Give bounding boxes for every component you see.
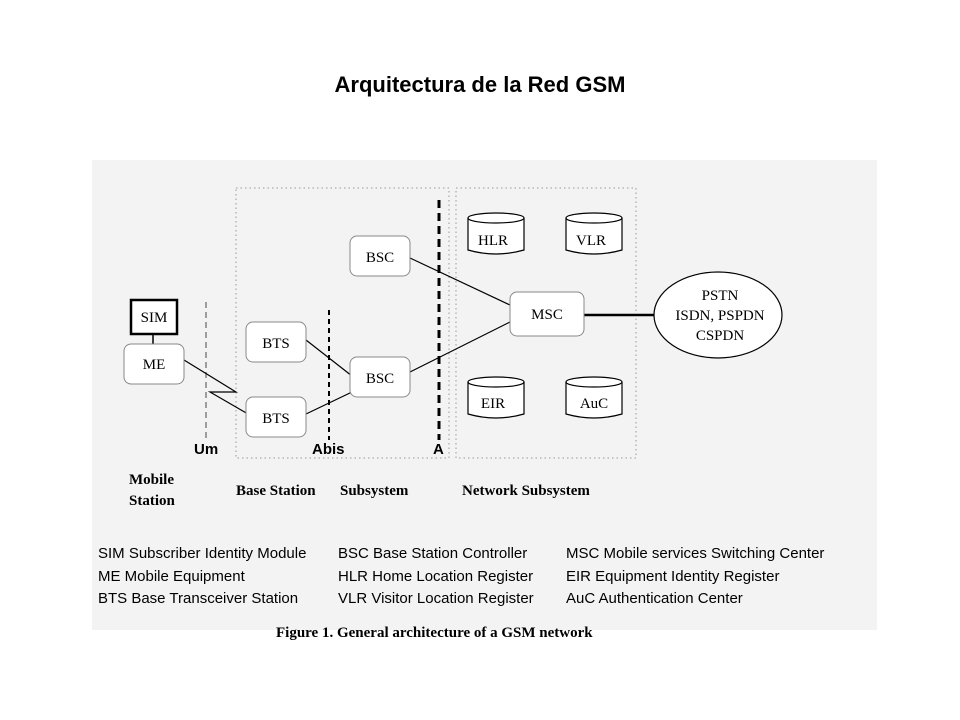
subsystem-label: Subsystem	[340, 483, 409, 499]
auc-database-icon	[565, 376, 623, 419]
legend-eir: EIR Equipment Identity Register	[566, 568, 779, 585]
abis-interface-label: Abis	[312, 441, 345, 458]
bts-bottom-bsc-link	[305, 391, 353, 415]
legend-me: ME Mobile Equipment	[98, 568, 246, 585]
pstn-label-line-3: CSPDN	[696, 328, 745, 344]
msc-box	[509, 291, 585, 337]
base-station-subsystem-frame	[235, 187, 450, 459]
pstn-label-line-1: PSTN	[702, 288, 739, 304]
hlr-database-icon	[467, 212, 525, 255]
bts-top-box	[245, 321, 307, 363]
um-interface-label: Um	[194, 441, 218, 458]
eir-database-icon	[467, 376, 525, 419]
legend-msc: MSC Mobile services Switching Center	[566, 545, 824, 562]
legend-auc: AuC Authentication Center	[566, 590, 743, 607]
bsc-bottom-msc-link	[409, 321, 511, 373]
bts-top-bsc-link	[305, 339, 353, 377]
bts-top-label: BTS	[262, 336, 290, 352]
me-label: ME	[143, 357, 166, 373]
network-subsystem-label: Network Subsystem	[462, 483, 590, 499]
vlr-label: VLR	[576, 233, 606, 249]
bts-bottom-box	[245, 396, 307, 438]
bsc-bottom-label: BSC	[366, 371, 394, 387]
pstn-ellipse	[653, 271, 783, 359]
radio-link	[183, 359, 249, 415]
pstn-label-line-2: ISDN, PSPDN	[675, 308, 764, 324]
vlr-database-icon	[565, 212, 623, 255]
bsc-top-label: BSC	[366, 250, 394, 266]
legend-sim: SIM Subscriber Identity Module	[98, 545, 306, 562]
bsc-top-msc-link	[409, 257, 511, 306]
bsc-top-box	[349, 235, 411, 277]
base-station-label: Base Station	[236, 483, 316, 499]
mobile-station-label-line-2: Station	[129, 493, 176, 509]
bsc-bottom-box	[349, 356, 411, 398]
legend-bsc: BSC Base Station Controller	[338, 545, 527, 562]
a-interface-label: A	[433, 441, 444, 458]
legend-hlr: HLR Home Location Register	[338, 568, 533, 585]
msc-label: MSC	[531, 307, 563, 323]
auc-label: AuC	[580, 396, 608, 412]
figure-caption: Figure 1. General architecture of a GSM …	[276, 625, 593, 641]
me-box	[123, 343, 185, 385]
hlr-label: HLR	[478, 233, 508, 249]
legend-bts: BTS Base Transceiver Station	[98, 590, 298, 607]
eir-label: EIR	[481, 396, 505, 412]
sim-label: SIM	[141, 310, 168, 326]
network-subsystem-frame	[455, 187, 637, 459]
page-title: Arquitectura de la Red GSM	[334, 72, 626, 97]
mobile-station-label-line-1: Mobile	[129, 472, 174, 488]
legend-vlr: VLR Visitor Location Register	[338, 590, 534, 607]
bts-bottom-label: BTS	[262, 411, 290, 427]
sim-box	[129, 298, 179, 336]
